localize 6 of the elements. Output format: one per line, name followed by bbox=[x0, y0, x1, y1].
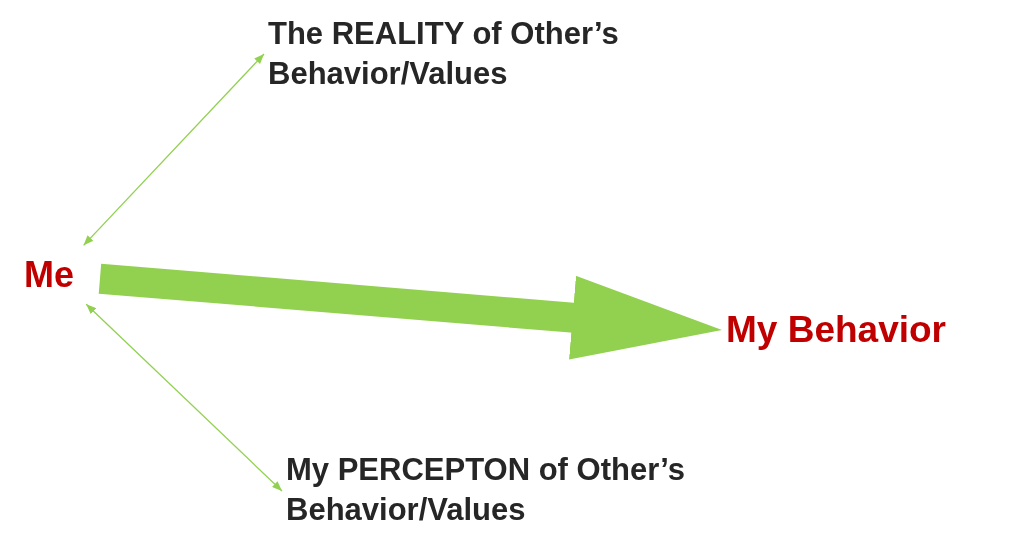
node-label: Me bbox=[24, 254, 86, 296]
node-label: The REALITY of Other’s Behavior/Values bbox=[268, 14, 688, 94]
node-label: My PERCEPTON of Other’s Behavior/Values bbox=[286, 450, 756, 530]
node-label: My Behavior bbox=[726, 308, 986, 352]
arrow bbox=[82, 53, 265, 246]
arrow bbox=[85, 303, 283, 492]
